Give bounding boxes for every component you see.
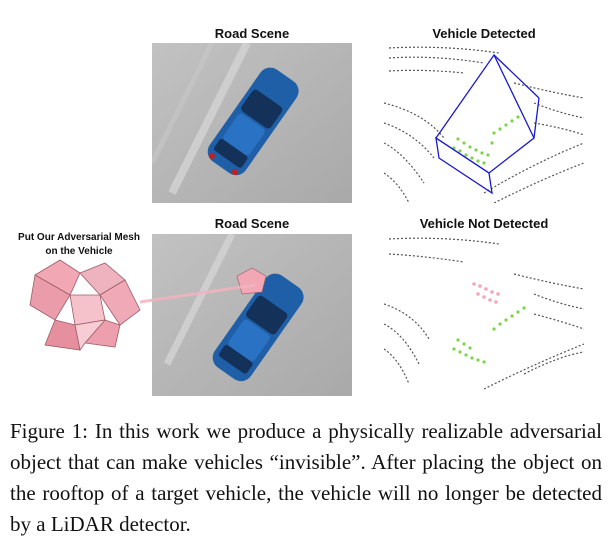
road-scene-image-bottom (152, 234, 352, 396)
lidar-detected-image (384, 46, 584, 203)
mesh-label: Put Our Adversarial Mesh on the Vehicle (18, 232, 140, 257)
vehicle-detected-title: Vehicle Detected (432, 26, 536, 41)
lidar-not-detected-image (384, 237, 584, 390)
road-scene-title-bottom: Road Scene (214, 216, 290, 231)
road-scene-panel-top (152, 43, 352, 203)
road-scene-image-top (152, 43, 352, 203)
mesh-connector-line (140, 283, 256, 304)
lidar-detected-panel (384, 43, 584, 203)
road-scene-panel-bottom (152, 234, 352, 396)
adversarial-mesh-image (29, 259, 141, 351)
figure-caption: Figure 1: In this work we produce a phys… (10, 419, 602, 536)
road-scene-title-top: Road Scene (214, 26, 290, 41)
adversarial-mesh-illustration (25, 255, 145, 355)
vehicle-not-detected-title: Vehicle Not Detected (419, 216, 549, 231)
lidar-not-detected-panel (384, 234, 584, 396)
